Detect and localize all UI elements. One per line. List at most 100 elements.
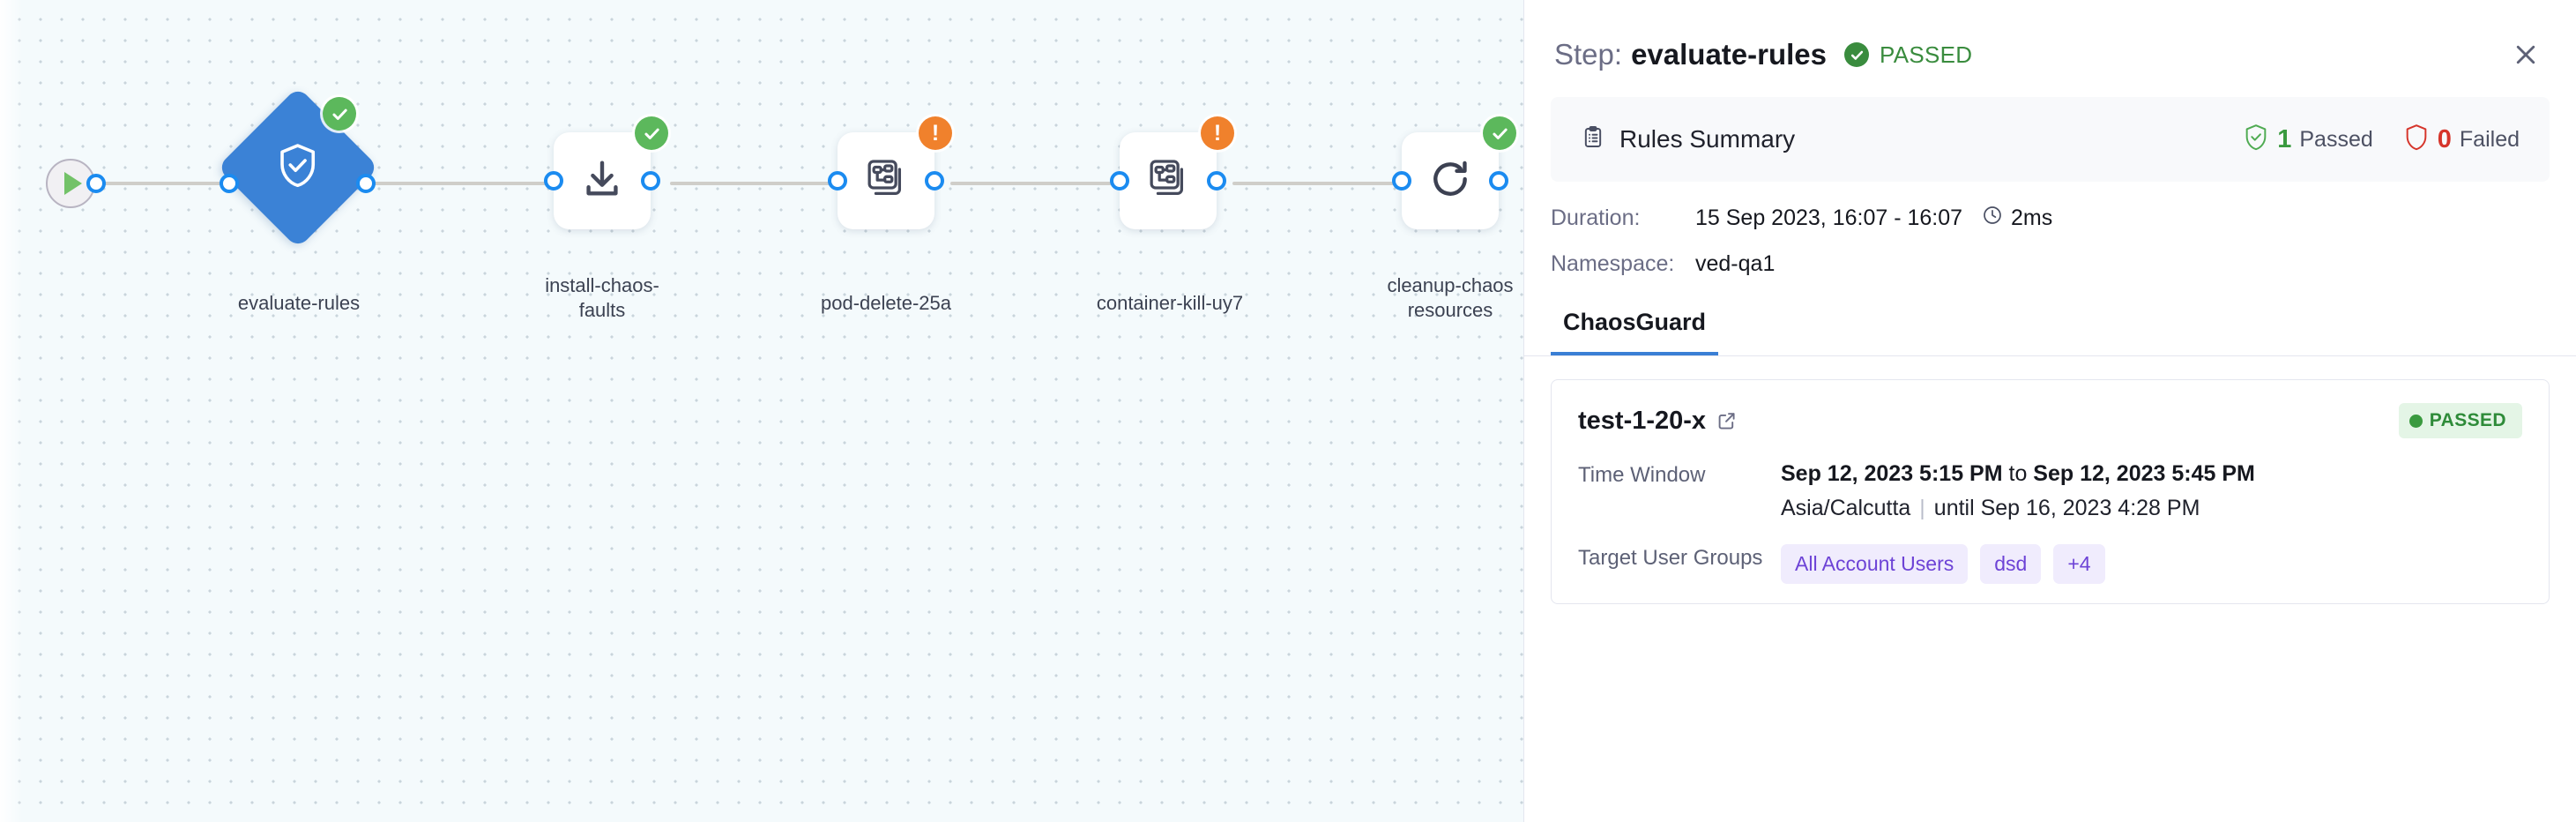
refresh-icon	[1428, 157, 1472, 206]
edge-cleanup-out	[1232, 182, 1400, 185]
step-status: PASSED	[1844, 41, 1972, 69]
time-window-to: to	[2002, 461, 2034, 486]
node-evaluate-rules-output-port[interactable]	[356, 174, 376, 193]
step-meta: Duration: 15 Sep 2023, 16:07 - 16:07 2ms…	[1524, 182, 2576, 277]
step-status-label: PASSED	[1880, 41, 1973, 68]
duration-value: 15 Sep 2023, 16:07 - 16:07 2ms	[1695, 205, 2052, 232]
clipboard-icon	[1581, 125, 1605, 154]
node-status-badge-success	[635, 116, 668, 150]
chaosguard-rule-name: test-1-20-x	[1578, 406, 1707, 435]
step-label: Step:	[1554, 38, 1623, 71]
edge-containerkill-to-cleanup	[950, 182, 1120, 185]
node-pod-delete-25a-input-port[interactable]	[828, 171, 847, 191]
rules-passed-count: 1	[2277, 124, 2292, 153]
time-window-start: Sep 12, 2023 5:15 PM	[1781, 461, 2003, 486]
step-name: evaluate-rules	[1631, 38, 1828, 71]
panel-tabs: ChaosGuard	[1524, 296, 2576, 356]
user-group-chip-overflow[interactable]: +4	[2053, 544, 2105, 584]
node-install-chaos-faults-shape[interactable]	[554, 132, 651, 229]
time-window-timezone: Asia/Calcutta	[1781, 496, 1911, 520]
node-status-badge-warning: !	[919, 116, 952, 150]
node-cleanup-chaos-resources-output-port[interactable]	[1489, 171, 1508, 191]
download-icon	[580, 157, 624, 206]
node-container-kill-uy7-shape[interactable]	[1120, 132, 1217, 229]
node-container-kill-uy7-input-port[interactable]	[1110, 171, 1129, 191]
node-evaluate-rules[interactable]	[217, 86, 379, 249]
pipeline-canvas[interactable]: evaluate-rules install-chaos-faults	[0, 0, 1523, 822]
edge-poddelete-to-containerkill	[670, 182, 839, 185]
node-label-evaluate-rules: evaluate-rules	[237, 292, 361, 314]
shield-check-outline-icon	[2243, 123, 2269, 156]
chaosguard-rule-header: test-1-20-x PASSED	[1578, 403, 2522, 438]
node-evaluate-rules-input-port[interactable]	[220, 174, 239, 193]
node-pod-delete-25a-shape[interactable]	[838, 132, 934, 229]
node-install-chaos-faults[interactable]	[544, 116, 668, 229]
chaos-fault-icon	[864, 157, 908, 206]
node-cleanup-chaos-resources-shape[interactable]	[1402, 132, 1499, 229]
panel-header: Step: evaluate-rules PASSED	[1524, 0, 2576, 85]
node-install-chaos-faults-output-port[interactable]	[641, 171, 660, 191]
time-window-until: until Sep 16, 2023 4:28 PM	[1933, 496, 2200, 520]
time-window-value: Sep 12, 2023 5:15 PM to Sep 12, 2023 5:4…	[1781, 461, 2255, 521]
node-evaluate-rules-shape[interactable]	[217, 86, 379, 249]
rules-summary-counts: 1 Passed 0 Failed	[2243, 123, 2520, 156]
node-pod-delete-25a-output-port[interactable]	[925, 171, 944, 191]
close-icon[interactable]	[2505, 34, 2546, 75]
edge-start-to-evaluate	[69, 182, 236, 185]
clock-icon	[1982, 205, 2003, 232]
divider: |	[1919, 496, 1925, 520]
rules-summary-label: Rules Summary	[1619, 125, 1796, 153]
duration-elapsed: 2ms	[2011, 206, 2053, 230]
step-details-panel: Step: evaluate-rules PASSED Rules Summar…	[1523, 0, 2576, 822]
chaosguard-rule-card: test-1-20-x PASSED Time Window Sep 12, 2…	[1551, 379, 2550, 604]
rules-summary-title: Rules Summary	[1581, 125, 1795, 154]
user-group-chip[interactable]: All Account Users	[1781, 544, 1969, 584]
shield-outline-icon	[2403, 123, 2430, 156]
meta-row-duration: Duration: 15 Sep 2023, 16:07 - 16:07 2ms	[1551, 205, 2550, 232]
duration-elapsed-group: 2ms	[1982, 205, 2052, 232]
rules-passed-group: 1 Passed	[2243, 123, 2373, 156]
chaosguard-row-target-user-groups: Target User Groups All Account Users dsd…	[1578, 544, 2522, 584]
tab-chaosguard[interactable]: ChaosGuard	[1551, 296, 1719, 355]
rules-failed-label: Failed	[2459, 126, 2520, 152]
node-cleanup-chaos-resources-input-port[interactable]	[1392, 171, 1411, 191]
node-status-badge-warning: !	[1201, 116, 1234, 150]
node-label-container-kill-uy7: container-kill-uy7	[1096, 292, 1244, 314]
node-status-badge-success	[1483, 116, 1516, 150]
rules-failed-count: 0	[2437, 124, 2452, 153]
chaos-fault-icon	[1146, 157, 1190, 206]
chaosguard-status-label: PASSED	[2429, 410, 2506, 430]
node-container-kill-uy7[interactable]: !	[1110, 116, 1234, 229]
shield-check-icon	[277, 143, 319, 193]
namespace-label: Namespace:	[1551, 251, 1675, 276]
status-dot-icon	[2408, 414, 2423, 428]
meta-row-namespace: Namespace: ved-qa1	[1551, 251, 2550, 277]
time-window-label: Time Window	[1578, 463, 1706, 487]
check-circle-icon	[1844, 42, 1870, 67]
chaosguard-row-time-window: Time Window Sep 12, 2023 5:15 PM to Sep …	[1578, 461, 2522, 521]
node-container-kill-uy7-output-port[interactable]	[1207, 171, 1226, 191]
node-status-badge-success	[323, 97, 356, 131]
external-link-icon[interactable]	[1716, 410, 1738, 431]
start-node-output-port[interactable]	[86, 174, 106, 193]
node-label-install-chaos-faults: install-chaos-faults	[545, 274, 659, 321]
node-label-pod-delete-25a: pod-delete-25a	[820, 292, 951, 314]
node-install-chaos-faults-input-port[interactable]	[544, 171, 563, 191]
node-pod-delete-25a[interactable]: !	[828, 116, 952, 229]
start-node[interactable]	[46, 159, 106, 208]
play-icon	[64, 172, 82, 195]
chaosguard-status-badge: PASSED	[2398, 403, 2522, 438]
edge-install-to-poddelete	[386, 182, 554, 185]
user-group-chip[interactable]: dsd	[1980, 544, 2042, 584]
rules-failed-group: 0 Failed	[2403, 123, 2520, 156]
namespace-value: ved-qa1	[1695, 251, 1776, 276]
target-user-groups-chips: All Account Users dsd +4	[1781, 544, 2105, 584]
time-window-end: Sep 12, 2023 5:45 PM	[2033, 461, 2255, 486]
time-window-subtext: Asia/Calcutta | until Sep 16, 2023 4:28 PM	[1781, 496, 2255, 521]
target-user-groups-label: Target User Groups	[1578, 546, 1763, 570]
rules-summary-card: Rules Summary 1 Passed 0	[1551, 97, 2550, 182]
node-cleanup-chaos-resources[interactable]	[1392, 116, 1516, 229]
rules-passed-label: Passed	[2299, 126, 2373, 152]
duration-range: 15 Sep 2023, 16:07 - 16:07	[1695, 206, 1963, 230]
